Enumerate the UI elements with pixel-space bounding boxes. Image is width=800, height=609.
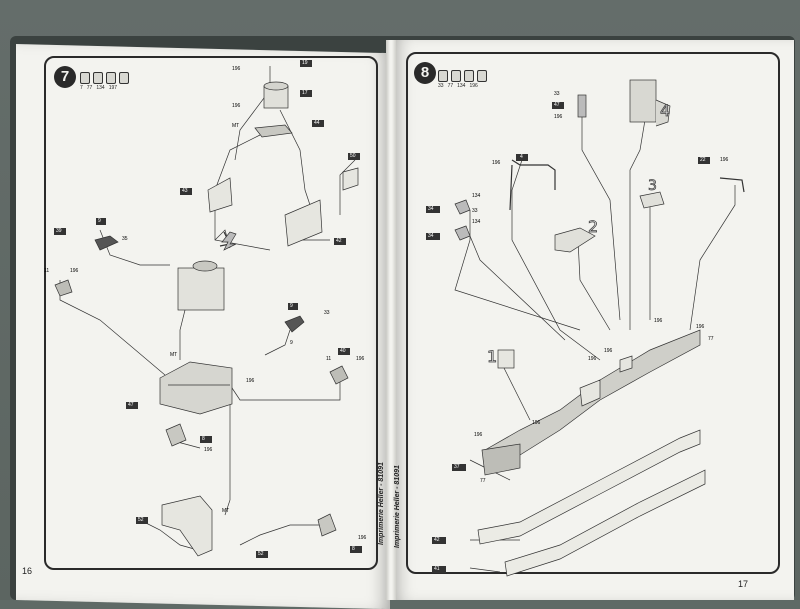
- page-number-right: 17: [738, 579, 749, 589]
- step-number-right: 8: [414, 62, 436, 84]
- book-gutter: [386, 40, 396, 600]
- paint-code: 196: [469, 83, 478, 89]
- paint-pots-left: [80, 72, 129, 84]
- paint-pots-right: [438, 70, 487, 82]
- paint-pot-icon: [451, 70, 461, 82]
- paint-pot-icon: [477, 70, 487, 82]
- callout-1: 1: [487, 347, 497, 366]
- paint-code: 33: [438, 83, 444, 89]
- paint-code: 197: [108, 85, 118, 91]
- paint-code: 77: [447, 83, 454, 89]
- right-page: [392, 40, 794, 600]
- paint-pot-icon: [438, 70, 448, 82]
- page-number-left: 16: [22, 566, 33, 576]
- left-instruction-frame: [44, 56, 378, 570]
- paint-pot-icon: [119, 72, 129, 84]
- paint-pot-icon: [106, 72, 116, 84]
- callout-3: 3: [648, 178, 657, 194]
- paint-pot-icon: [464, 70, 474, 82]
- right-instruction-frame: [406, 52, 780, 574]
- spine-print-left: Imprimerie Heller - 81091: [378, 462, 385, 545]
- paint-codes-right: 33 77 134 196: [438, 83, 478, 89]
- paint-codes-left: 7 77 134 197: [80, 85, 117, 91]
- spine-print-right: Imprimerie Heller - 81091: [394, 465, 401, 548]
- callout-2: 2: [588, 217, 598, 236]
- paint-code: 134: [457, 83, 466, 89]
- callout-4: 4: [660, 101, 670, 120]
- paint-code: 134: [96, 85, 105, 91]
- paint-pot-icon: [80, 72, 90, 84]
- paint-code: 7: [80, 85, 83, 91]
- paint-pot-icon: [93, 72, 103, 84]
- step-number-left: 7: [54, 66, 76, 88]
- paint-code: 77: [86, 85, 93, 91]
